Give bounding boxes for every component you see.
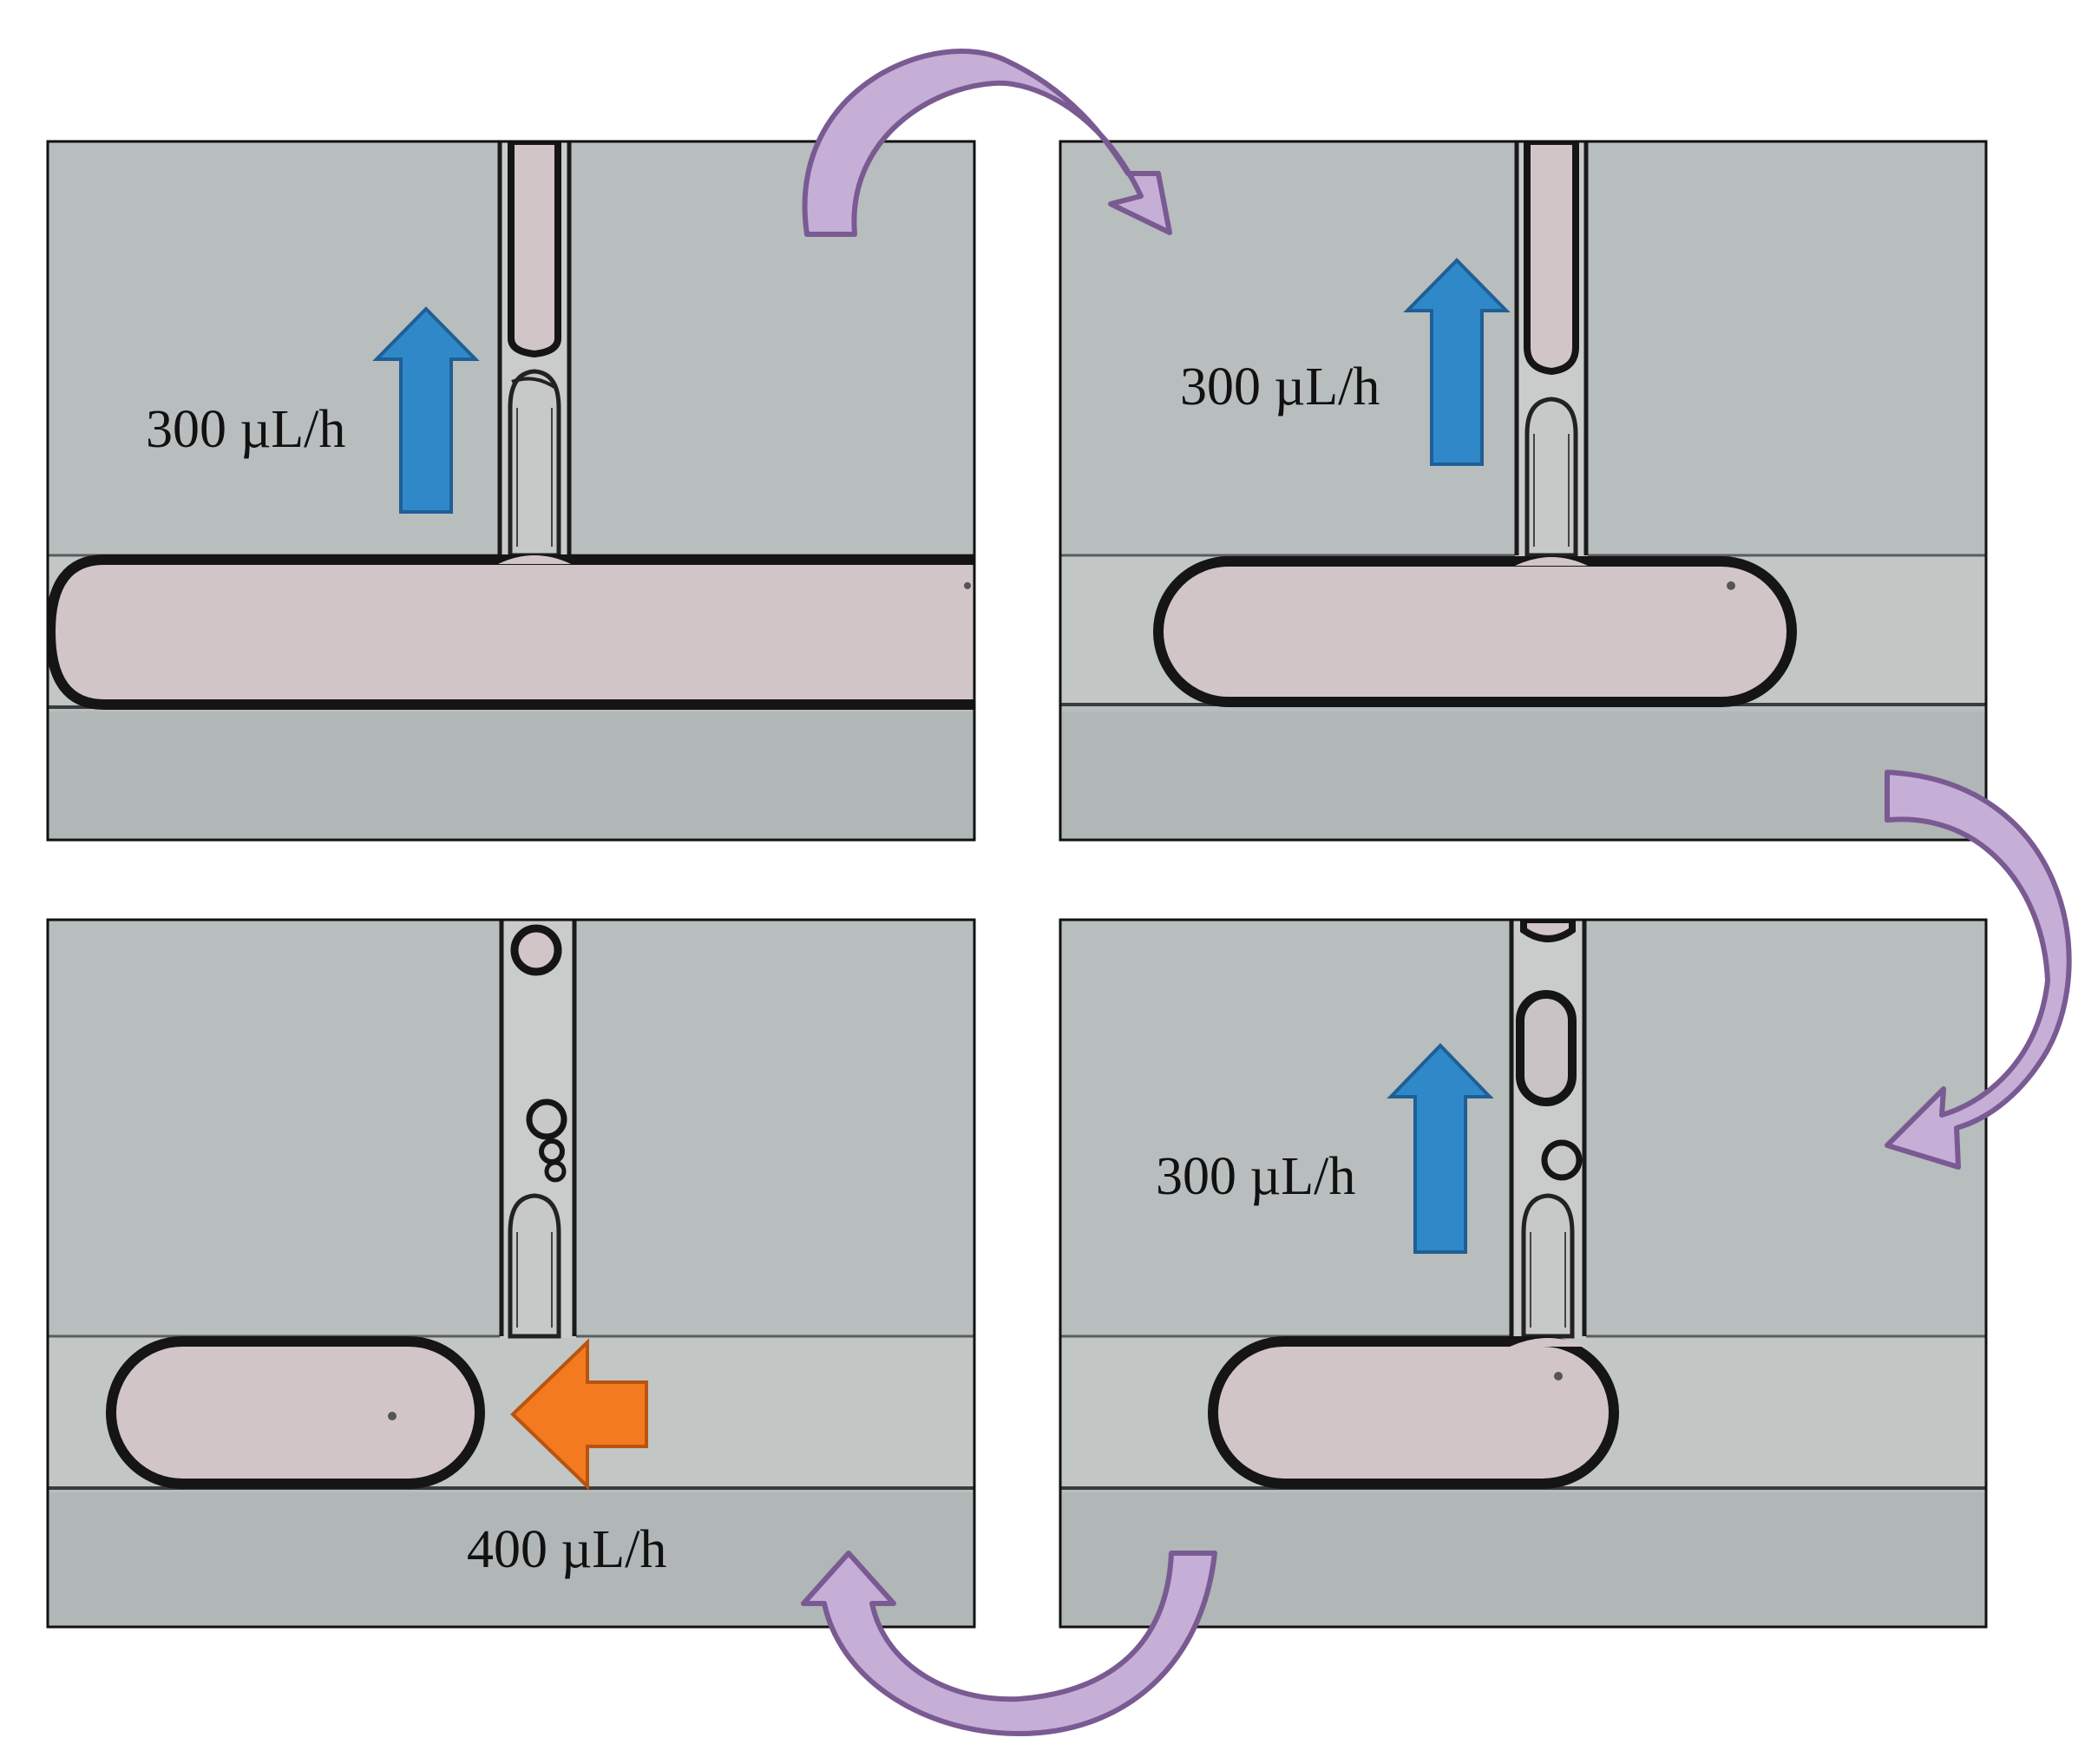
panel-top-left bbox=[48, 141, 974, 840]
up-arrow-icon bbox=[1387, 1043, 1494, 1254]
curved-arrow-icon bbox=[1885, 770, 2072, 1170]
panel-top-right bbox=[1060, 141, 1986, 840]
panel-frame-top-right bbox=[1059, 140, 1988, 842]
flow-rate-label-top-right: 300 µL/h bbox=[1180, 357, 1380, 416]
panel-bottom-left bbox=[48, 920, 974, 1627]
curved-arrow-icon bbox=[802, 49, 1172, 237]
flow-rate-label-bottom-left: 400 µL/h bbox=[467, 1520, 666, 1579]
panel-frame-bottom-right bbox=[1059, 918, 1988, 1629]
left-arrow-icon bbox=[510, 1338, 648, 1491]
panel-bottom-right bbox=[1060, 920, 1986, 1627]
curved-arrow-icon bbox=[801, 1551, 1217, 1736]
up-arrow-icon bbox=[372, 306, 480, 514]
panel-frame-bottom-left bbox=[46, 918, 976, 1629]
flow-rate-label-top-left: 300 µL/h bbox=[146, 400, 345, 459]
flow-rate-label-bottom-right: 300 µL/h bbox=[1156, 1147, 1355, 1206]
up-arrow-icon bbox=[1403, 258, 1511, 466]
panel-frame-top-left bbox=[46, 140, 976, 842]
